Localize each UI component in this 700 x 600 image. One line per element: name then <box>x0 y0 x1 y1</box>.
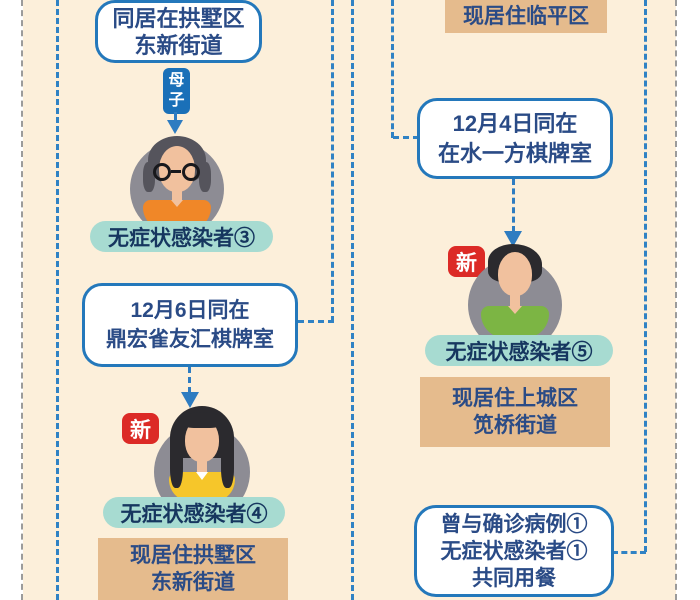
venue-bubble-dec6: 12月6日同在 鼎宏雀友汇棋牌室 <box>82 283 298 367</box>
column-divider-dashed-line <box>351 0 354 600</box>
left-margin-dashed-line <box>21 0 23 600</box>
arrow-to-case5-head <box>504 231 522 247</box>
case5-label-pill: 无症状感染者⑤ <box>425 335 613 366</box>
relation-char-1: 母 <box>168 72 185 89</box>
case-residence-top-box: 现居住临平区 <box>445 0 607 33</box>
case4-residence-line2: 东新街道 <box>151 571 235 594</box>
household-bubble-line2: 东新街道 <box>134 32 223 58</box>
round-glasses-icon <box>151 163 203 183</box>
meal-bubble-line3: 共同用餐 <box>472 566 556 590</box>
connector-meal-horizontal <box>612 551 646 554</box>
meal-bubble-line2: 无症状感染者① <box>440 539 588 563</box>
avatar-case5-man-icon <box>466 244 564 352</box>
connector-right-venue-horizontal <box>393 136 419 139</box>
arrow-to-case5-stem <box>512 179 515 232</box>
connector-meal-vertical <box>644 0 647 552</box>
arrow-to-case4-stem <box>188 367 191 393</box>
venue-dec4-line1: 12月4日同在 <box>452 110 578 136</box>
connector-left-venue-horizontal <box>298 320 334 323</box>
venue-dec6-line2: 鼎宏雀友汇棋牌室 <box>106 328 274 351</box>
meal-bubble-line1: 曾与确诊病例① <box>440 512 588 536</box>
arrow-to-case3-stem <box>174 112 177 121</box>
venue-bubble-dec4: 12月4日同在 在水一方棋牌室 <box>417 98 613 179</box>
case4-label: 无症状感染者④ <box>120 502 268 526</box>
case3-label-pill: 无症状感染者③ <box>90 221 273 252</box>
case4-residence-line1: 现居住拱墅区 <box>130 544 256 567</box>
case5-residence-line1: 现居住上城区 <box>452 387 578 410</box>
case5-label: 无症状感染者⑤ <box>445 340 593 364</box>
residence-top-line: 现居住临平区 <box>463 5 589 28</box>
new-badge-text: 新 <box>130 418 151 442</box>
left-panel-dashed-border <box>56 0 59 600</box>
new-badge-text: 新 <box>456 251 477 275</box>
case5-residence-line2: 笕桥街道 <box>473 414 557 437</box>
case5-residence-box: 现居住上城区 笕桥街道 <box>420 377 610 447</box>
connector-left-venue-vertical <box>331 0 334 322</box>
case4-residence-box: 现居住拱墅区 东新街道 <box>98 538 288 600</box>
meal-contact-bubble: 曾与确诊病例① 无症状感染者① 共同用餐 <box>414 505 614 597</box>
case3-label: 无症状感染者③ <box>108 226 255 250</box>
arrow-to-case4-head <box>181 392 199 408</box>
avatar-case3-elderly-woman-icon <box>129 136 225 236</box>
new-case-badge-case5: 新 <box>448 246 485 277</box>
right-margin-dashed-line <box>675 0 677 600</box>
household-bubble: 同居在拱墅区 东新街道 <box>95 0 262 63</box>
connector-right-venue-vertical <box>391 0 394 138</box>
venue-dec4-line2: 在水一方棋牌室 <box>437 140 592 166</box>
arrow-to-case3-head <box>167 120 183 134</box>
mother-son-relation-badge: 母 子 <box>163 68 190 114</box>
household-bubble-line1: 同居在拱墅区 <box>112 5 245 31</box>
relation-char-2: 子 <box>168 92 185 109</box>
new-case-badge-case4: 新 <box>122 413 159 444</box>
case4-label-pill: 无症状感染者④ <box>103 497 285 528</box>
venue-dec6-line1: 12月6日同在 <box>130 299 250 322</box>
